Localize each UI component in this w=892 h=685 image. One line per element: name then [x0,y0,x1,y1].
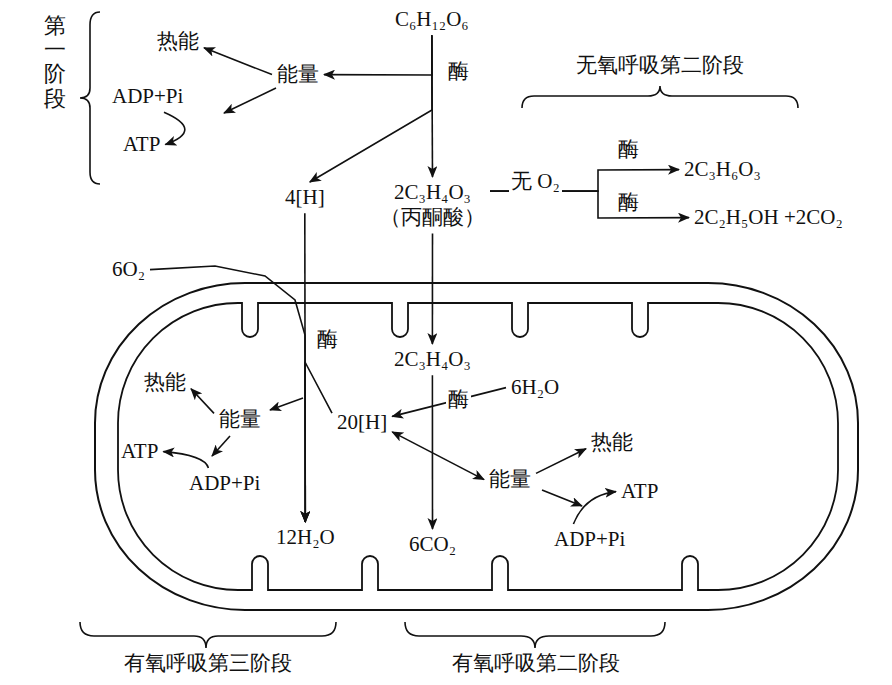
term-text: ADP+Pi [554,527,625,552]
term-node: 2C₃H₄O₃（丙酮酸） [375,177,490,233]
term-text: ADP+Pi [112,84,183,109]
term-text: ATP [621,479,658,504]
term-node: 热能 [586,427,638,458]
term-text: C₆H₁₂O₆ [395,7,469,32]
term-node: C₆H₁₂O₆ [390,4,474,35]
term-text: 6O₂ [112,257,145,282]
reaction-arrow [204,48,272,75]
term-node: 2C₂H₅OH +2CO₂ [689,202,848,233]
section-label: 有氧呼吸第三阶段 [124,651,292,676]
term-text: 4[H] [285,185,325,210]
enzyme-label: 酶 [446,387,471,412]
term-node: 20[H] [332,407,392,438]
term-text: 2C₃H₄O₃ [380,180,485,205]
reaction-arrow [536,449,586,474]
term-node: 4[H] [280,182,330,213]
term-node: ADP+Pi [184,468,265,499]
enzyme-label: 酶 [616,190,641,215]
mitochondrion-inner [118,303,838,590]
term-text: 能量 [489,467,531,492]
brace [80,622,336,648]
term-node: ADP+Pi [107,81,188,112]
enzyme-label: 酶 [616,137,641,162]
reaction-arrow [164,112,185,144]
reaction-arrow [392,432,484,480]
term-text: 2C₃H₆O₃ [684,157,761,182]
term-node: ATP [616,476,663,507]
term-text: 2C₃H₄O₃ [394,347,471,372]
term-text: ADP+Pi [189,471,260,496]
term-node: 能量 [484,464,536,495]
term-node: ATP [116,436,163,467]
energy-arrow [224,88,276,113]
term-text: ATP [121,439,158,464]
reaction-arrow [392,388,506,417]
term-node: 能量 [272,59,324,90]
brace [405,622,665,648]
term-text: 热能 [144,370,186,395]
term-node: 热能 [152,26,204,57]
term-text: 热能 [157,29,199,54]
term-node: 2C₃H₆O₃ [679,154,766,185]
term-node: ADP+Pi [549,524,630,555]
reaction-arrow [305,362,332,522]
energy-arrow [542,490,582,506]
term-node: 6O₂ [107,254,150,285]
brace [80,12,100,184]
term-text: 6CO₂ [409,532,456,557]
term-text: 6H₂O [511,375,559,400]
mitochondrion-outer [95,283,858,610]
term-node: 6CO₂ [404,529,461,560]
energy-arrow [212,436,230,456]
brace [522,86,798,108]
term-node: 6H₂O [506,372,564,403]
term-node: 2C₃H₄O₃ [389,344,476,375]
term-node: 能量 [214,404,266,435]
reaction-arrow [573,492,616,524]
reaction-arrow [310,35,432,182]
section-label: 无 O₂ [509,169,562,194]
reaction-arrow [191,389,214,414]
stage-label: 第一阶段 [44,14,66,111]
term-text: 热能 [591,430,633,455]
term-text: 2C₂H₅OH +2CO₂ [694,205,843,230]
term-text: 能量 [277,62,319,87]
term-text: 能量 [219,407,261,432]
term-text: （丙酮酸） [380,205,485,230]
term-text: 12H₂O [276,525,335,550]
term-text: 20[H] [337,410,387,435]
reaction-arrow [163,452,208,468]
reaction-arrow [432,233,434,344]
term-node: 12H₂O [271,522,340,553]
term-text: ATP [123,132,160,157]
term-node: ATP [118,129,165,160]
term-node: 热能 [139,367,191,398]
section-label: 无氧呼吸第二阶段 [576,53,744,78]
reaction-arrow [490,191,689,218]
reaction-arrow [324,35,432,75]
enzyme-label: 酶 [315,327,340,352]
reaction-arrow [431,35,433,177]
enzyme-label: 酶 [446,59,471,84]
energy-arrow [270,398,303,410]
section-label: 有氧呼吸第二阶段 [452,651,620,676]
